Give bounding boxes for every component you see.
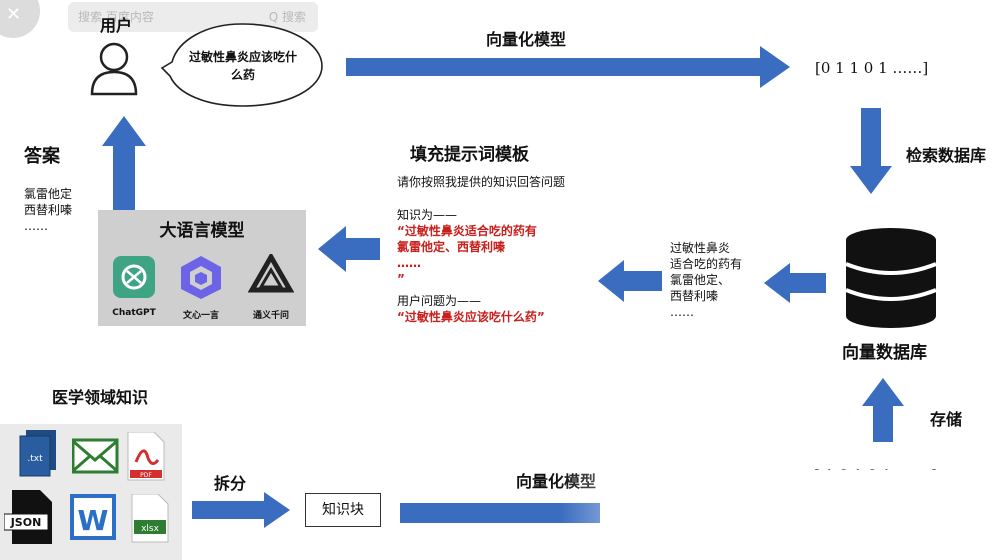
question-text: “过敏性鼻炎应该吃什么药” bbox=[397, 310, 545, 324]
answer-text: 氯雷他定 西替利嗪 …… bbox=[24, 186, 72, 234]
retrieved-line: …… bbox=[670, 305, 694, 319]
close-icon[interactable]: ✕ bbox=[6, 4, 22, 25]
knowledge-line: “过敏性鼻炎适合吃的药有 bbox=[397, 224, 537, 238]
arrow-embed-top bbox=[346, 46, 790, 88]
user-icon bbox=[90, 42, 138, 96]
store-label: 存储 bbox=[930, 410, 963, 429]
word-file-icon: W bbox=[70, 494, 116, 540]
arrow-embed-bottom bbox=[400, 503, 600, 523]
txt-file-icon: .txt bbox=[19, 430, 56, 477]
database-icon bbox=[845, 228, 937, 328]
xlsx-file-icon: xlsx bbox=[131, 494, 169, 543]
knowledge-chunk-box: 知识块 bbox=[305, 493, 381, 527]
mail-file-icon bbox=[72, 438, 119, 474]
answer-title: 答案 bbox=[24, 146, 60, 167]
knowledge-line: 氯雷他定、西替利嗪 bbox=[397, 240, 506, 254]
search-button[interactable]: Q 搜索 bbox=[268, 10, 306, 24]
prompt-title: 填充提示词模板 bbox=[410, 145, 529, 165]
pdf-file-icon: PDF bbox=[127, 432, 165, 481]
wenxin-icon bbox=[181, 256, 221, 299]
retrieved-line: 西替利嗪 bbox=[670, 289, 719, 303]
blur-overlay bbox=[560, 470, 1004, 560]
user-label: 用户 bbox=[100, 16, 133, 35]
question-label: 用户问题为—— bbox=[397, 294, 482, 308]
arrow-db-out bbox=[764, 263, 826, 303]
arrow-split bbox=[192, 492, 290, 528]
retrieve-label: 检索数据库 bbox=[906, 146, 987, 165]
llm-title: 大语言模型 bbox=[159, 221, 245, 241]
answer-line: 西替利嗪 bbox=[24, 203, 73, 217]
answer-line: …… bbox=[24, 219, 48, 233]
arrow-retrieve bbox=[850, 108, 892, 194]
user-question: 过敏性鼻炎应该吃什么药 bbox=[188, 50, 297, 82]
knowledge-label: 知识为—— bbox=[397, 208, 458, 222]
pdf-text: PDF bbox=[140, 472, 152, 479]
arrow-to-prompt bbox=[598, 260, 662, 302]
retrieved-line: 适合吃的药有 bbox=[670, 257, 743, 271]
json-text: JSON bbox=[10, 516, 42, 529]
prompt-block: 知识为—— “过敏性鼻炎适合吃的药有 氯雷他定、西替利嗪 …… ” 用户问题为—… bbox=[397, 207, 545, 325]
retrieved-line: 氯雷他定、 bbox=[670, 273, 731, 287]
app-tongyi: 通义千问 bbox=[252, 311, 289, 321]
arrow-store bbox=[862, 378, 904, 442]
chatgpt-icon bbox=[113, 256, 155, 298]
knowledge-line: ” bbox=[397, 272, 405, 286]
knowledge-line: …… bbox=[397, 256, 421, 270]
json-file-icon: JSON bbox=[4, 490, 52, 544]
vector-top: [0 1 1 0 1 ……] bbox=[815, 59, 929, 77]
txt-text: .txt bbox=[27, 454, 43, 464]
app-chatgpt: ChatGPT bbox=[112, 308, 156, 318]
answer-line: 氯雷他定 bbox=[24, 187, 73, 201]
word-text: W bbox=[78, 504, 109, 537]
prompt-instruction: 请你按照我提供的知识回答问题 bbox=[397, 175, 566, 189]
split-label: 拆分 bbox=[214, 474, 247, 493]
arrow-to-llm bbox=[318, 226, 380, 272]
knowledge-title: 医学领域知识 bbox=[52, 388, 149, 407]
retrieved-text: 过敏性鼻炎 适合吃的药有 氯雷他定、 西替利嗪 …… bbox=[670, 240, 742, 320]
embed-label-top: 向量化模型 bbox=[486, 30, 567, 49]
speech-bubble bbox=[160, 23, 323, 107]
app-wenxin: 文心一言 bbox=[182, 311, 219, 321]
db-label: 向量数据库 bbox=[842, 343, 927, 363]
arrow-answer-up bbox=[102, 116, 146, 210]
retrieved-line: 过敏性鼻炎 bbox=[670, 241, 731, 255]
search-hint: 搜索 百度内容 bbox=[78, 10, 154, 24]
xlsx-text: xlsx bbox=[141, 524, 160, 534]
tongyi-icon bbox=[248, 254, 294, 293]
